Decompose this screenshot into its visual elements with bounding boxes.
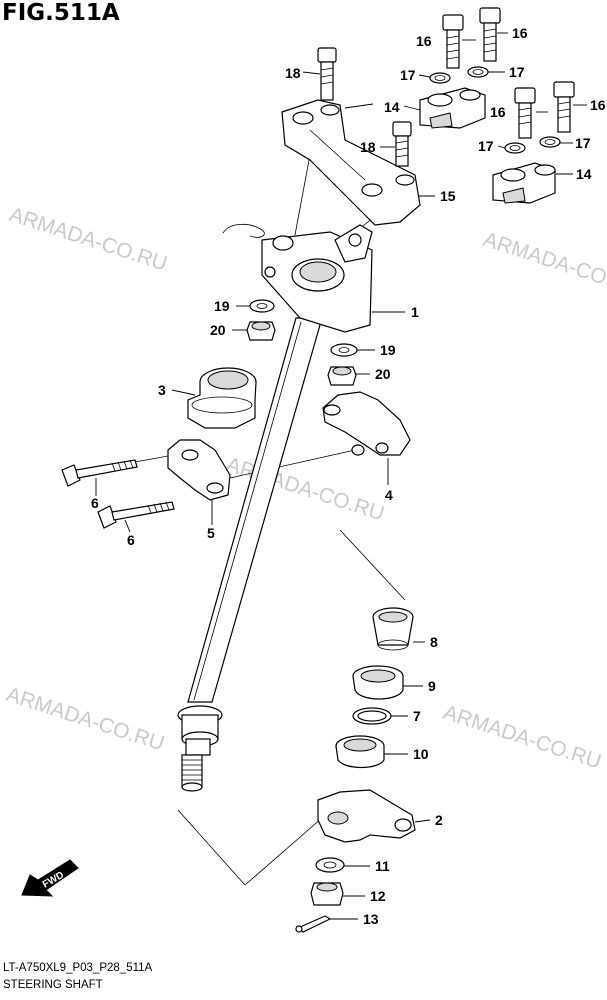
bolt — [479, 7, 501, 62]
nut-12 — [310, 882, 344, 906]
callout-label: 17 — [400, 67, 416, 83]
bushing-8 — [372, 607, 414, 651]
seal-7 — [352, 707, 392, 725]
bolts-6 — [61, 459, 175, 529]
callout-label: 4 — [385, 487, 393, 503]
callout-label: 9 — [428, 678, 436, 694]
callout-label: 20 — [375, 366, 391, 382]
callout-label: 8 — [430, 634, 438, 650]
holder-5 — [167, 439, 231, 501]
steering-arm-2 — [317, 789, 416, 843]
callout-label: 16 — [512, 25, 528, 41]
handlebar-holder-upper — [419, 87, 486, 129]
steering-shaft — [177, 223, 373, 792]
cotter-pin-13 — [295, 915, 332, 933]
watermark: ARMADA-CO.RU — [480, 228, 607, 301]
callout-label: 16 — [416, 33, 432, 49]
callout-label: 13 — [363, 911, 379, 927]
bolt — [442, 14, 464, 69]
callout-label: 16 — [490, 104, 506, 120]
fwd-label: FWD — [41, 870, 66, 891]
callout-label: 6 — [127, 532, 135, 548]
seal-10 — [335, 735, 385, 769]
callout-label: 3 — [158, 382, 166, 398]
leader-lines — [95, 32, 587, 920]
callout-label: 5 — [207, 525, 215, 541]
bolts-16 — [442, 7, 575, 139]
callout-label: 18 — [285, 65, 301, 81]
callout-label: 6 — [91, 495, 99, 511]
callout-label: 19 — [380, 342, 396, 358]
callout-label: 7 — [413, 708, 421, 724]
callout-label: 15 — [440, 188, 456, 204]
callout-label: 2 — [435, 812, 443, 828]
washer-nut-right — [327, 343, 358, 386]
bushing-3 — [187, 367, 257, 429]
figure-code: LT-A750XL9_P03_P28_511A — [3, 962, 153, 974]
callout-label: 11 — [375, 858, 390, 874]
watermark: ARMADA-CO.RU — [440, 701, 604, 774]
callout-label: 10 — [413, 746, 429, 762]
callout-label: 14 — [384, 99, 400, 115]
figure-title: FIG.511A — [2, 0, 120, 26]
bolt — [514, 87, 536, 139]
washer-11 — [315, 857, 345, 873]
callout-label: 12 — [370, 888, 386, 904]
callout-label: 19 — [214, 298, 230, 314]
callout-label: 17 — [478, 138, 494, 154]
bolts-18 — [317, 47, 412, 167]
callout-label: 14 — [576, 166, 592, 182]
figure-name: STEERING SHAFT — [3, 979, 103, 991]
callout-label: 16 — [590, 97, 606, 113]
callout-label: 1 — [411, 304, 419, 320]
watermark: ARMADA-CO.RU — [3, 683, 167, 756]
callout-label: 20 — [210, 322, 226, 338]
callout-label: 17 — [509, 64, 525, 80]
bolt — [553, 81, 575, 133]
holder-4 — [322, 391, 411, 456]
handlebar-bracket — [281, 99, 421, 226]
handlebar-holder-lower — [492, 162, 556, 204]
callouts: 16 16 17 17 18 14 16 16 17 17 18 14 15 1… — [91, 25, 606, 927]
callout-label: 17 — [575, 135, 591, 151]
fwd-arrow-icon: FWD — [21, 859, 79, 897]
callout-label: 18 — [360, 139, 376, 155]
bearing-9 — [352, 665, 404, 700]
washer-nut-left — [246, 299, 276, 341]
watermark: ARMADA-CO.RU — [6, 203, 170, 276]
